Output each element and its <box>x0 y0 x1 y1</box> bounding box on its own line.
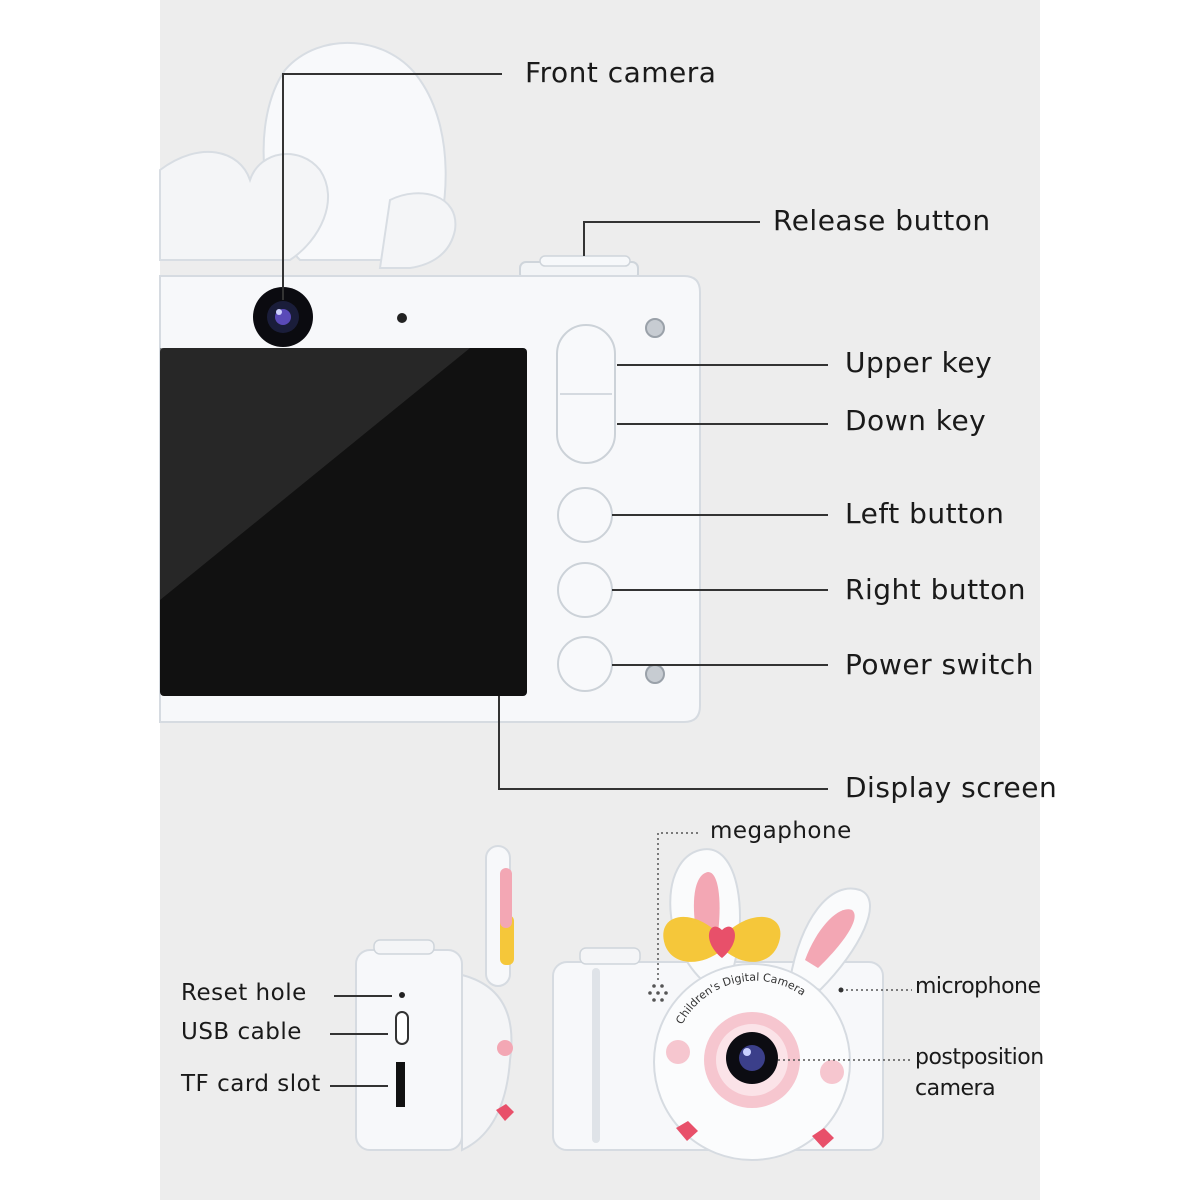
side-leader-lines <box>330 995 392 1087</box>
label-camera: camera <box>915 1076 996 1101</box>
label-power-switch: Power switch <box>845 648 1034 681</box>
label-release-button: Release button <box>773 204 991 237</box>
label-postposition: postposition <box>915 1045 1044 1070</box>
heart-shape <box>708 926 736 958</box>
usb-port-shape <box>395 1011 409 1045</box>
bow-shape <box>159 150 330 261</box>
tf-slot-shape <box>396 1062 405 1107</box>
label-upper-key: Upper key <box>845 346 993 379</box>
leader-lines <box>282 73 828 790</box>
label-tf-card-slot: TF card slot <box>181 1071 321 1097</box>
label-right-button: Right button <box>845 573 1026 606</box>
label-display-screen: Display screen <box>845 771 1058 804</box>
label-left-button: Left button <box>845 497 1005 530</box>
screw <box>645 318 665 338</box>
label-megaphone: megaphone <box>710 818 852 844</box>
front-leader-lines <box>657 832 912 1061</box>
label-down-key: Down key <box>845 404 987 437</box>
indicator-dot <box>397 313 407 323</box>
reset-hole-shape <box>399 992 405 998</box>
label-reset-hole: Reset hole <box>181 980 307 1006</box>
label-microphone: microphone <box>915 974 1041 999</box>
label-front-camera: Front camera <box>525 56 717 89</box>
speaker-dots <box>648 984 668 1002</box>
label-usb-cable: USB cable <box>181 1019 302 1045</box>
